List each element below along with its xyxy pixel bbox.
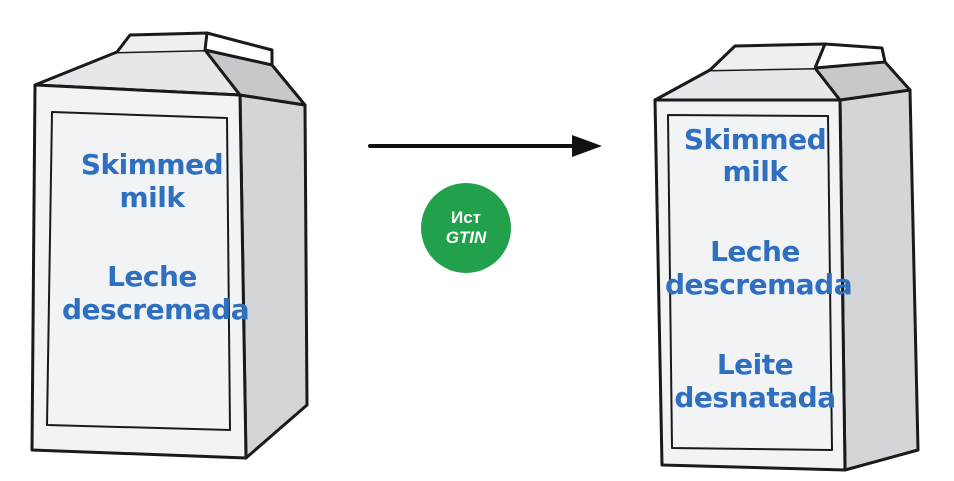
milk-carton-right: Skimmed milk Leche descremada Leite desn… xyxy=(640,30,940,472)
carton-left-drawing xyxy=(30,31,309,460)
carton-left-line-3: Leche xyxy=(107,260,197,293)
carton-right-line-5: Leite xyxy=(716,348,794,381)
gtin-badge-line-2: GTIN xyxy=(445,228,487,247)
carton-right-line-4: descremada xyxy=(665,268,853,301)
carton-right-line-2: milk xyxy=(722,155,789,188)
carton-right-line-6: desnatada xyxy=(674,381,836,414)
transition-arrow xyxy=(368,135,602,157)
carton-right-line-1: Skimmed xyxy=(683,123,827,156)
gtin-badge-line-1: Ист xyxy=(451,208,481,228)
carton-left-line-2: milk xyxy=(119,181,186,214)
carton-left-line-4: descremada xyxy=(62,293,250,326)
gtin-badge: Ист GTIN xyxy=(421,183,511,273)
carton-left-line-1: Skimmed xyxy=(80,148,224,181)
carton-right-line-3: Leche xyxy=(710,235,800,268)
carton-right-drawing xyxy=(653,42,920,472)
milk-carton-left: Skimmed milk Leche descremada xyxy=(22,30,322,460)
